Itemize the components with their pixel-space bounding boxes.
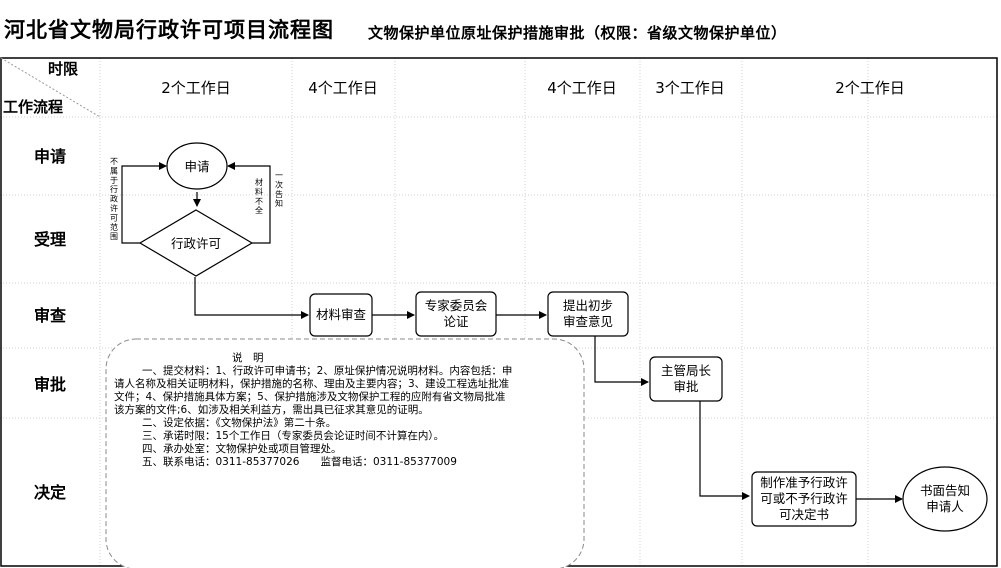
node-director-approval <box>649 356 723 402</box>
side-label-char: 不 <box>255 197 263 206</box>
node-director-line1: 主管局长 <box>661 363 712 378</box>
side-label-char: 知 <box>275 198 283 208</box>
arrow-incomplete-materials <box>227 162 271 244</box>
side-label-char: 可 <box>110 213 118 222</box>
workflow-label: 工作流程 <box>3 98 63 116</box>
side-label-char: 于 <box>110 176 118 185</box>
side-label-char: 行 <box>110 184 118 194</box>
node-admin-permit-label: 行政许可 <box>171 236 221 251</box>
node-opinion-line1: 提出初步 <box>563 298 613 313</box>
node-notify-line1: 书面告知 <box>920 483 970 498</box>
node-material-review-label: 材料审查 <box>316 307 367 322</box>
column-header-1: 2个工作日 <box>161 79 231 97</box>
legend-line-5: 二、设定依据：《文物保护法》第二十条。 <box>142 417 337 429</box>
side-label-char: 次 <box>275 179 283 189</box>
page-subtitle: 文物保护单位原址保护措施审批（权限：省级文物保护单位） <box>368 24 787 42</box>
background-grid <box>0 58 998 566</box>
node-material-review <box>309 293 373 337</box>
page-title: 河北省文物局行政许可项目流程图 <box>4 18 334 42</box>
node-expert-line2: 论证 <box>443 314 469 329</box>
legend-line-7: 四、承办处室：文物保护处或项目管理处。 <box>142 443 342 455</box>
column-header-4: 3个工作日 <box>655 79 725 97</box>
side-label-char: 告 <box>275 189 283 199</box>
side-label-char: 料 <box>255 186 263 196</box>
side-label-char: 政 <box>110 194 118 204</box>
arrow-to-decision <box>699 401 750 500</box>
node-apply-label: 申请 <box>184 159 209 174</box>
arrow-to-material-review <box>194 277 309 319</box>
node-expert-committee <box>415 291 497 337</box>
side-label-char: 范 <box>110 222 118 232</box>
legend-line-8: 五、联系电话：0311-85377026 监督电话：0311-85377009 <box>142 456 457 468</box>
node-expert-line1: 专家委员会 <box>425 298 488 313</box>
node-decision-line3: 可决定书 <box>779 507 829 522</box>
node-decision-document <box>751 471 857 527</box>
legend-line-3: 文件；4、保护措施具体方案；5、保护措施涉及文物保护工程的应附有省文物局批准 <box>114 391 506 403</box>
column-header-5: 2个工作日 <box>835 79 905 97</box>
row-label-decide: 决定 <box>34 483 66 502</box>
node-admin-permit <box>138 209 254 277</box>
legend-heading: 说 明 <box>232 352 264 364</box>
time-limit-label: 时限 <box>48 60 78 78</box>
node-apply <box>166 142 228 190</box>
node-notify-applicant <box>902 466 988 532</box>
side-label-char: 许 <box>110 203 118 213</box>
side-label-char: 属 <box>110 166 118 175</box>
legend-notes: 说 明 一、提交材料：1、行政许可申请书；2、原址保护情况说明材料。内容包括：申… <box>114 352 584 469</box>
legend-line-2: 请人名称及相关证明材料，保护措施的名称、理由及主要内容；3、建设工程选址批准 <box>114 378 510 390</box>
node-notify-line2: 申请人 <box>926 499 964 514</box>
node-initial-opinion <box>547 291 629 337</box>
row-label-approve: 审批 <box>34 375 66 394</box>
row-label-review: 审查 <box>34 306 66 325</box>
legend-line-4: 该方案的文件;6、如涉及相关利益方，需出具已征求其意见的证明。 <box>114 404 429 416</box>
side-label-char: 一 <box>275 171 283 180</box>
side-label-char: 不 <box>110 157 118 166</box>
legend-line-1: 一、提交材料：1、行政许可申请书；2、原址保护情况说明材料。内容包括：申 <box>142 365 513 377</box>
side-label-char: 全 <box>255 205 263 215</box>
arrow-to-director <box>594 336 649 386</box>
column-header-3: 4个工作日 <box>547 79 617 97</box>
node-opinion-line2: 审查意见 <box>563 314 613 329</box>
row-label-accept: 受理 <box>34 230 66 249</box>
legend-box <box>105 338 585 568</box>
column-header-2: 4个工作日 <box>308 79 378 97</box>
side-label-char: 围 <box>110 232 118 241</box>
node-decision-line2: 可或不予行政许 <box>760 491 848 506</box>
side-label-char: 材 <box>255 177 263 187</box>
legend-line-6: 三、承诺时限：15个工作日（专家委员会论证时间不计算在内）。 <box>142 430 445 442</box>
row-label-apply: 申请 <box>34 147 66 166</box>
node-decision-line1: 制作准予行政许 <box>760 475 848 490</box>
arrow-not-in-scope <box>121 162 167 244</box>
header-diagonal <box>0 57 101 118</box>
node-director-line2: 审批 <box>673 379 698 394</box>
